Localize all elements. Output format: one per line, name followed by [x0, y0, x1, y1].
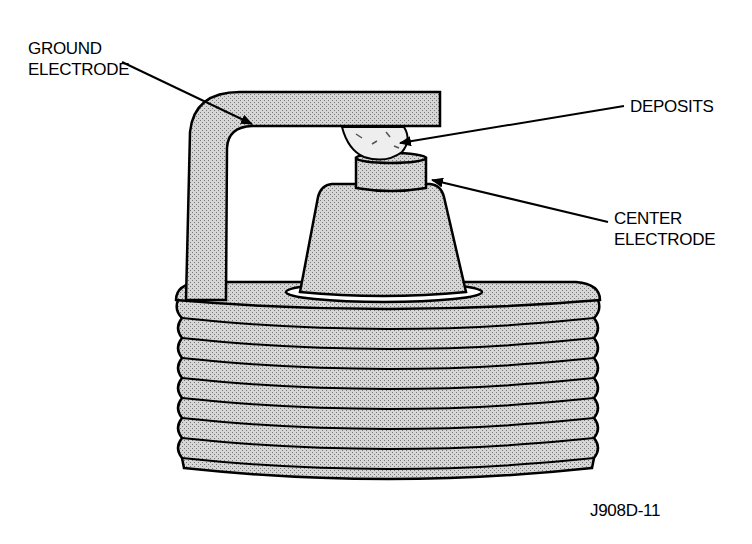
part-label: CENTER ELECTRODE	[614, 208, 739, 250]
figure-code: J908D-11	[590, 500, 740, 521]
threaded-shell	[176, 282, 600, 479]
deposits	[342, 127, 408, 160]
deposit-speckle	[356, 132, 399, 148]
part-label: DEPOSITS	[630, 96, 748, 117]
insulator	[300, 184, 466, 296]
part-label: GROUND ELECTRODE	[28, 38, 148, 80]
leader-line	[122, 62, 252, 124]
leader-line	[432, 180, 608, 222]
ground-electrode	[186, 92, 440, 300]
leader-line	[400, 106, 624, 143]
